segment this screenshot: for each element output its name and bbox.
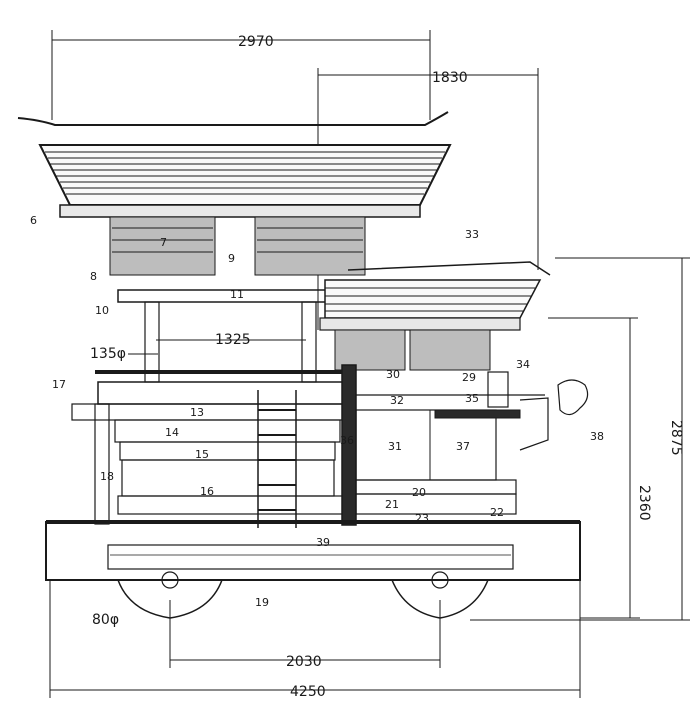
dimension-labels: 2970 1830 1325 135φ 2030 4250 80φ 2360 2… xyxy=(90,34,684,700)
dim-total-width: 4250 xyxy=(290,684,326,700)
part-label-32: 32 xyxy=(390,394,404,407)
dim-upper-right: 1830 xyxy=(432,70,468,86)
part-label-6: 6 xyxy=(30,214,37,227)
part-label-37: 37 xyxy=(456,440,470,453)
part-label-23: 23 xyxy=(415,512,429,525)
part-label-19: 19 xyxy=(255,596,269,609)
part-label-11: 11 xyxy=(230,288,244,301)
part-label-34: 34 xyxy=(516,358,530,371)
part-label-9: 9 xyxy=(228,252,235,265)
part-callouts: 6 7 8 9 10 11 13 14 15 16 17 18 19 20 21… xyxy=(30,214,604,609)
part-label-15: 15 xyxy=(195,448,209,461)
part-label-22: 22 xyxy=(490,506,504,519)
dim-inner-span: 1325 xyxy=(215,332,251,348)
main-body xyxy=(71,364,589,528)
part-label-33: 33 xyxy=(465,228,479,241)
part-label-21: 21 xyxy=(385,498,399,511)
dim-post: 135φ xyxy=(90,346,126,362)
part-label-38: 38 xyxy=(590,430,604,443)
part-label-35: 35 xyxy=(465,392,479,405)
part-label-8: 8 xyxy=(90,270,97,283)
part-label-36: 36 xyxy=(340,434,354,447)
dim-wheel: 80φ xyxy=(92,612,119,628)
part-label-7: 7 xyxy=(160,236,167,249)
upper-roof xyxy=(17,111,452,383)
chassis xyxy=(45,520,581,619)
part-label-13: 13 xyxy=(190,406,204,419)
part-label-29: 29 xyxy=(462,371,476,384)
part-label-18: 18 xyxy=(100,470,114,483)
dim-height-lower: 2360 xyxy=(636,485,652,521)
part-label-30: 30 xyxy=(386,368,400,381)
part-label-10: 10 xyxy=(95,304,109,317)
part-label-17: 17 xyxy=(52,378,66,391)
dim-top-width: 2970 xyxy=(238,34,274,50)
part-label-31: 31 xyxy=(388,440,402,453)
part-label-39: 39 xyxy=(316,536,330,549)
dim-height-total: 2875 xyxy=(668,420,684,456)
part-label-16: 16 xyxy=(200,485,214,498)
lower-roof xyxy=(319,261,551,408)
dim-axle-span: 2030 xyxy=(286,654,322,670)
part-label-14: 14 xyxy=(165,426,179,439)
part-label-20: 20 xyxy=(412,486,426,499)
